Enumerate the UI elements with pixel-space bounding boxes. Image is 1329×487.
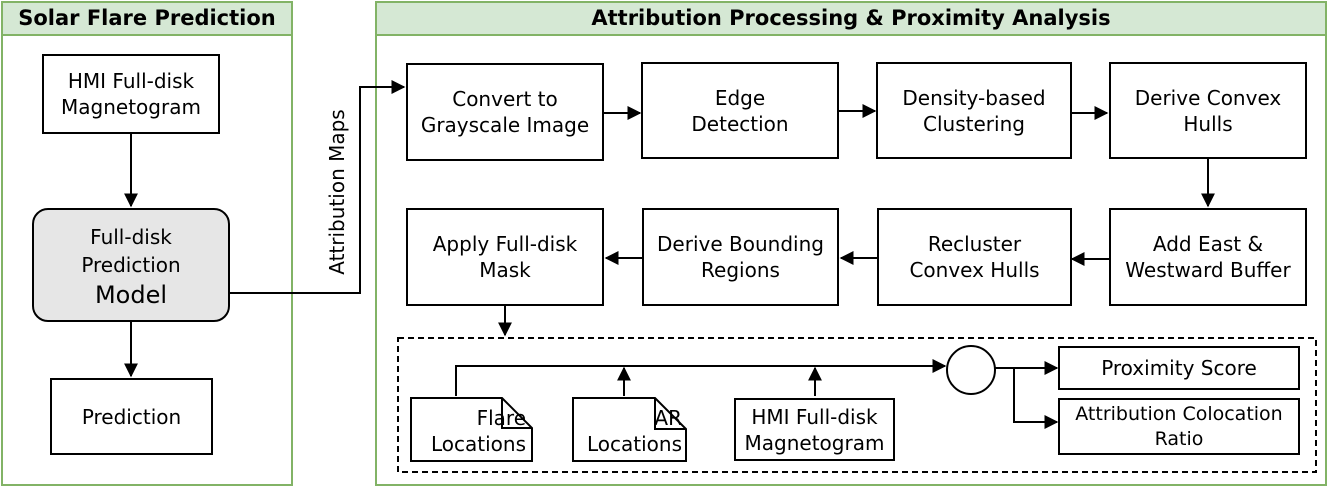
hmi-magnetogram-analysis-box: HMI Full-disk Magnetogram (734, 398, 895, 461)
analysis-group-border (397, 337, 1317, 473)
model-label-line3: Model (94, 281, 168, 309)
arrow-to-colocation (1013, 368, 1059, 429)
recluster-hulls-box: Recluster Convex Hulls (877, 208, 1072, 306)
full-disk-prediction-model: Full-disk Prediction Model (32, 208, 230, 322)
hmi-magnetogram-input-box: HMI Full-disk Magnetogram (42, 54, 220, 134)
proximity-score-box: Proximity Score (1058, 346, 1300, 390)
bounding-regions-box: Derive Bounding Regions (642, 208, 839, 306)
model-label-line2: Prediction (81, 253, 181, 277)
arrow-attribution-maps (230, 80, 406, 294)
flare-locations-label: Flare Locations (430, 406, 526, 456)
convert-grayscale-box: Convert to Grayscale Image (406, 63, 604, 161)
convex-hulls-box: Derive Convex Hulls (1109, 62, 1307, 159)
solar-flare-prediction-panel: Solar Flare Prediction (1, 1, 293, 486)
attribution-maps-text: Attribution Maps (325, 109, 349, 275)
ar-locations-label: AR Locations (586, 406, 682, 456)
density-clustering-box: Density-based Clustering (876, 62, 1072, 159)
attribution-colocation-box: Attribution Colocation Ratio (1058, 398, 1300, 455)
panel-title-left: Solar Flare Prediction (3, 3, 291, 36)
model-label-line1: Full-disk (90, 225, 172, 249)
ar-locations-doc (572, 397, 687, 462)
edge-detection-box: Edge Detection (641, 62, 839, 159)
combiner-circle (946, 345, 996, 395)
panel-title-right: Attribution Processing & Proximity Analy… (377, 3, 1325, 36)
add-buffer-box: Add East & Westward Buffer (1109, 208, 1307, 306)
line-flare-to-combiner (455, 359, 947, 396)
attribution-processing-panel: Attribution Processing & Proximity Analy… (375, 1, 1327, 486)
apply-mask-box: Apply Full-disk Mask (406, 208, 604, 306)
prediction-box: Prediction (50, 378, 213, 455)
